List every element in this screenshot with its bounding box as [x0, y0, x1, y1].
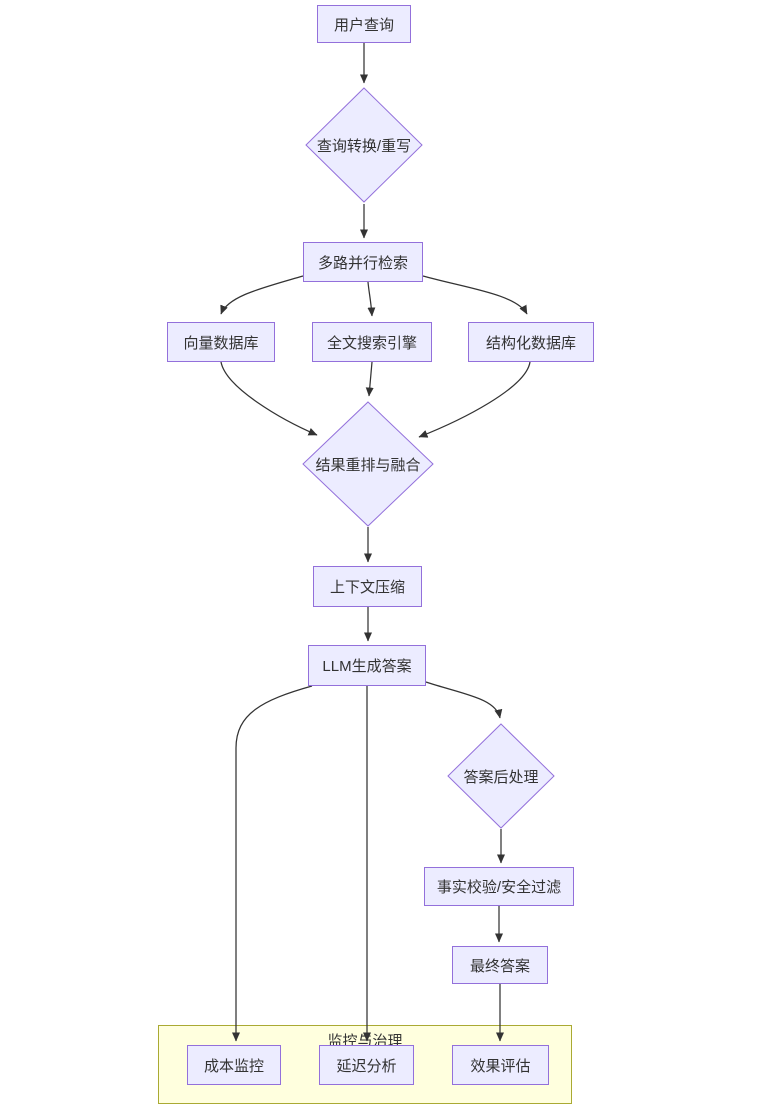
- edge-llm-generate-to-post-process: [425, 681, 503, 719]
- edge-llm-generate-to-cost-monitor: [232, 685, 313, 1042]
- node-post-process-label: 答案后处理: [463, 768, 539, 786]
- node-structured-db-label: 结构化数据库: [485, 334, 576, 352]
- node-cost-monitor-label: 成本监控: [203, 1057, 264, 1075]
- edge-structured-db-to-rerank-fusion: [418, 361, 531, 438]
- node-final-answer-label: 最终答案: [469, 957, 530, 975]
- node-structured-db: 结构化数据库: [468, 322, 594, 362]
- edge-multi-retrieval-to-vector-db: [220, 275, 304, 315]
- node-fact-check: 事实校验/安全过滤: [424, 867, 574, 906]
- node-effect-eval-label: 效果评估: [470, 1057, 531, 1075]
- node-effect-eval: 效果评估: [452, 1045, 549, 1085]
- node-post-process: 答案后处理: [447, 723, 555, 829]
- node-rerank-fusion: 结果重排与融合: [302, 401, 434, 527]
- node-llm-generate: LLM生成答案: [308, 645, 426, 686]
- node-user-query-label: 用户查询: [333, 16, 394, 34]
- diamond-shape: [447, 723, 555, 829]
- node-rerank-fusion-label: 结果重排与融合: [315, 456, 421, 474]
- node-fulltext-search: 全文搜索引擎: [312, 322, 432, 362]
- diamond-shape: [302, 401, 434, 527]
- edge-multi-retrieval-to-structured-db: [422, 275, 528, 315]
- node-query-rewrite-label: 查询转换/重写: [316, 137, 412, 155]
- node-fact-check-label: 事实校验/安全过滤: [436, 879, 562, 896]
- node-user-query: 用户查询: [317, 5, 411, 43]
- node-llm-generate-label: LLM生成答案: [322, 658, 412, 675]
- node-vector-db: 向量数据库: [167, 322, 275, 362]
- node-vector-db-label: 向量数据库: [183, 334, 259, 352]
- node-fulltext-search-label: 全文搜索引擎: [326, 334, 417, 352]
- node-context-compress: 上下文压缩: [313, 566, 422, 607]
- node-multi-retrieval-label: 多路并行检索: [317, 254, 408, 272]
- diamond-shape: [305, 87, 423, 203]
- node-cost-monitor: 成本监控: [187, 1045, 281, 1085]
- node-final-answer: 最终答案: [452, 946, 548, 984]
- node-query-rewrite: 查询转换/重写: [305, 87, 423, 203]
- edge-fulltext-search-to-rerank-fusion: [365, 361, 374, 397]
- node-latency-analysis-label: 延迟分析: [336, 1057, 397, 1075]
- edge-multi-retrieval-to-fulltext-search: [367, 281, 376, 317]
- node-latency-analysis: 延迟分析: [319, 1045, 414, 1085]
- node-multi-retrieval: 多路并行检索: [303, 242, 423, 282]
- node-context-compress-label: 上下文压缩: [329, 579, 405, 596]
